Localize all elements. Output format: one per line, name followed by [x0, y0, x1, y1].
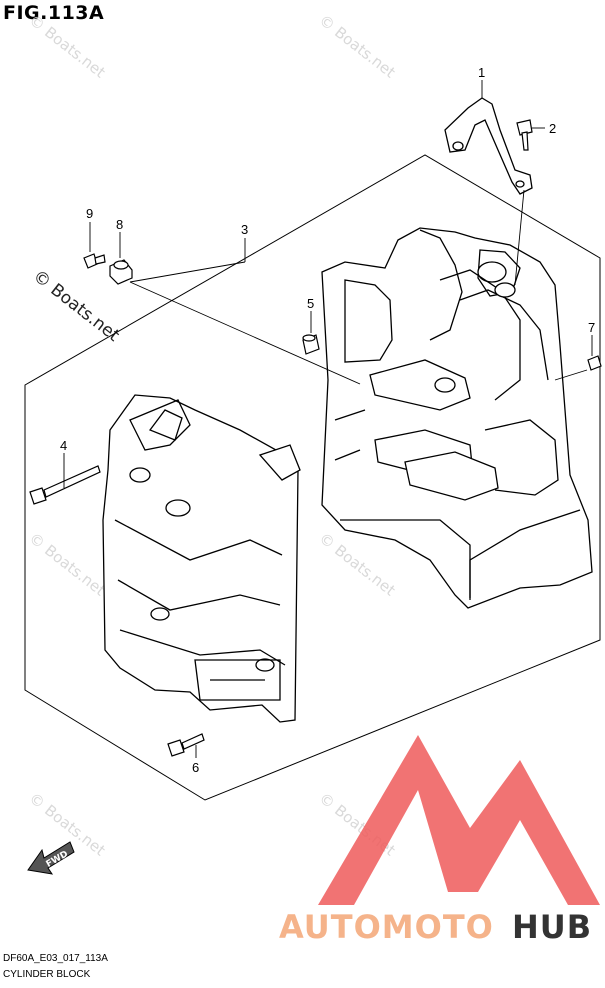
- figure-title: FIG.113A: [3, 2, 105, 24]
- callout-6: 6: [192, 760, 199, 775]
- cylinder-block-half-left: [102, 394, 301, 723]
- callout-labels: 1 2 3 4 5 6 7 8 9: [60, 65, 595, 775]
- bolt-part-2: [516, 119, 533, 151]
- leader-lines: [63, 80, 593, 758]
- watermark-3: © Boats.net: [26, 529, 109, 600]
- callout-8: 8: [116, 217, 123, 232]
- watermark-2: © Boats.net: [316, 11, 399, 82]
- callout-7: 7: [588, 320, 595, 335]
- plug-part-7: [587, 355, 602, 371]
- brand-text-hub: HUB: [512, 908, 592, 946]
- callout-4: 4: [60, 438, 67, 453]
- watermark-4: © Boats.net: [316, 529, 399, 600]
- brand-text-automoto: AUTOMOTO: [279, 908, 494, 946]
- callout-1: 1: [478, 65, 485, 80]
- callout-2: 2: [549, 121, 556, 136]
- assembly-outline-box: [24, 154, 601, 801]
- long-bolt-part-4: [29, 465, 101, 505]
- bolt-part-9: [83, 253, 106, 269]
- bolt-part-6: [167, 733, 205, 757]
- cylinder-block-main: [321, 227, 593, 609]
- callout-9: 9: [86, 206, 93, 221]
- callout-3: 3: [241, 222, 248, 237]
- grommet-part-8: [109, 259, 133, 285]
- diagram-code: DF60A_E03_017_113A: [3, 953, 108, 964]
- watermark-main: © Boats.net: [29, 266, 123, 346]
- diagram-name: CYLINDER BLOCK: [3, 969, 91, 980]
- dowel-pin-part-5: [302, 334, 320, 355]
- callout-5: 5: [307, 296, 314, 311]
- watermark-1: © Boats.net: [26, 11, 109, 82]
- automotohub-logo: [318, 735, 600, 905]
- bracket-part-1: [444, 97, 533, 195]
- fwd-arrow: FWD: [27, 841, 75, 875]
